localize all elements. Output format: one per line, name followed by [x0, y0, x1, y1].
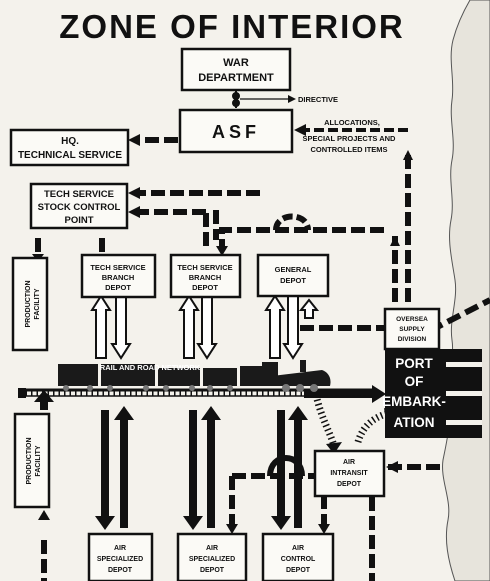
- production-line-1: PRODUCTION: [25, 280, 32, 327]
- asf-label: ASF: [212, 122, 260, 142]
- train-icon: [58, 360, 331, 392]
- war-department-line-1: WAR: [223, 57, 249, 69]
- branch-depot-1-line-2: BRANCH: [102, 273, 135, 282]
- air-spec-1-line-3: DEPOT: [108, 567, 133, 574]
- production-facility-box-bottom: PRODUCTION FACILITY: [13, 412, 51, 509]
- air-control-line-2: CONTROL: [281, 556, 316, 563]
- port-of-embarkation-box: PORT OF EMBARK- ATION: [382, 349, 482, 438]
- coastline: [442, 0, 490, 581]
- branch-depot-1-line-1: TECH SERVICE: [90, 263, 145, 272]
- allocations-line-3: CONTROLLED ITEMS: [310, 145, 387, 154]
- dashed-arrowheads: [32, 134, 413, 534]
- air-control-line-1: AIR: [292, 545, 304, 552]
- stock-control-line-3: POINT: [64, 215, 93, 226]
- page-title: ZONE OF INTERIOR: [59, 8, 405, 45]
- oversea-line-3: DIVISION: [398, 336, 427, 343]
- war-department-box: WAR DEPARTMENT: [180, 47, 292, 92]
- dashed-flow-lines: [35, 137, 490, 581]
- open-flow-arrows: [90, 294, 320, 360]
- production-line-2: FACILITY: [34, 288, 41, 319]
- air-control-depot-box: AIR CONTROL DEPOT: [261, 532, 335, 581]
- asf-box: ASF: [178, 108, 294, 154]
- air-spec-2-line-3: DEPOT: [200, 567, 225, 574]
- allocations-line-2: SPECIAL PROJECTS AND: [303, 134, 397, 143]
- air-spec-1-line-1: AIR: [114, 545, 126, 552]
- allocations-note: ALLOCATIONS, SPECIAL PROJECTS AND CONTRO…: [303, 118, 397, 154]
- general-depot-line-2: DEPOT: [280, 276, 306, 285]
- rail-road-network-label: RAIL AND ROAD NETWORK: [100, 363, 201, 372]
- port-line-1: PORT: [395, 356, 433, 371]
- air-specialized-depot-box-1: AIR SPECIALIZED DEPOT: [87, 532, 154, 581]
- branch-depot-2-line-1: TECH SERVICE: [177, 263, 232, 272]
- port-line-4: ATION: [394, 415, 435, 430]
- production-bottom-line-2: FACILITY: [35, 445, 42, 476]
- branch-depot-1-line-3: DEPOT: [105, 283, 131, 292]
- oversea-line-2: SUPPLY: [399, 326, 425, 333]
- hq-technical-service-box: HQ. TECHNICAL SERVICE: [9, 128, 130, 167]
- command-lines: [232, 91, 296, 108]
- allocations-line-1: ALLOCATIONS,: [324, 118, 380, 127]
- stock-control-line-2: STOCK CONTROL: [38, 202, 121, 213]
- air-spec-1-line-2: SPECIALIZED: [97, 556, 143, 563]
- port-line-2: OF: [405, 374, 424, 389]
- port-line-3: EMBARK-: [382, 394, 446, 409]
- air-intransit-line-3: DEPOT: [337, 481, 362, 488]
- branch-depot-2-line-2: BRANCH: [189, 273, 222, 282]
- tech-service-branch-depot-box-1: TECH SERVICE BRANCH DEPOT: [80, 253, 157, 299]
- production-facility-box-top: PRODUCTION FACILITY: [11, 256, 49, 352]
- oversea-supply-division-box: OVERSEA SUPPLY DIVISION: [383, 307, 441, 351]
- general-depot-line-1: GENERAL: [275, 265, 312, 274]
- air-control-line-3: DEPOT: [286, 567, 311, 574]
- branch-depot-2-line-3: DEPOT: [192, 283, 218, 292]
- air-intransit-depot-box: AIR INTRANSIT DEPOT: [313, 449, 386, 498]
- air-intransit-line-1: AIR: [343, 459, 355, 466]
- stock-control-point-box: TECH SERVICE STOCK CONTROL POINT: [29, 182, 129, 230]
- allocations-line: [294, 124, 408, 136]
- stock-control-line-1: TECH SERVICE: [44, 189, 114, 200]
- oversea-line-1: OVERSEA: [396, 316, 428, 323]
- general-depot-box: GENERAL DEPOT: [256, 253, 330, 298]
- air-intransit-line-2: INTRANSIT: [330, 470, 368, 477]
- air-spec-2-line-2: SPECIALIZED: [189, 556, 235, 563]
- air-spec-2-line-1: AIR: [206, 545, 218, 552]
- air-specialized-depot-box-2: AIR SPECIALIZED DEPOT: [176, 532, 248, 581]
- directive-label: DIRECTIVE: [298, 95, 338, 104]
- hq-line-1: HQ.: [61, 136, 79, 147]
- production-bottom-line-1: PRODUCTION: [26, 437, 33, 484]
- tech-service-branch-depot-box-2: TECH SERVICE BRANCH DEPOT: [169, 253, 242, 299]
- war-department-line-2: DEPARTMENT: [198, 72, 274, 84]
- hq-line-2: TECHNICAL SERVICE: [18, 150, 122, 161]
